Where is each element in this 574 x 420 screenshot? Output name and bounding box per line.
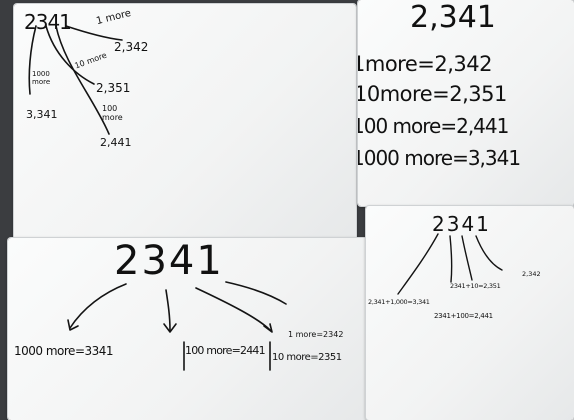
number-label: 2341 [114,238,224,284]
branch-lines [67,281,287,371]
thousand-result: 1000 more=3341 [14,344,114,358]
line-1: 1more=2,342 [358,52,492,76]
hundred-more-label: 100 more [102,104,123,122]
whiteboard-bottom-left: 2341 1000 more=3341 100 more=2441 10 mor… [8,238,372,420]
whiteboard-top-left: 2341 1 more 2,342 10 more 2,351 1000 mor… [14,4,356,244]
one-result: 1 more=2342 [288,330,344,339]
line-2: 10more=2,351 [358,82,507,106]
thousand-more-result: 3,341 [26,108,58,121]
number-label: 2341 [432,212,491,236]
number-label: 2341 [24,10,72,34]
thousand-result: 2,341+1,000=3,341 [368,298,430,306]
hundred-result: 100 more=2441 [185,344,266,357]
branch-lines [397,233,503,295]
whiteboard-bottom-right: 2341 2,341+1,000=3,341 2341+100=2,441 23… [366,206,574,420]
line-3: 100 more=2,441 [358,114,509,138]
hundred-result: 2341+100=2,441 [434,312,493,320]
hundred-more-result: 2,441 [100,136,132,149]
line-4: 1000 more=3,341 [358,146,521,170]
one-more-result: 2,342 [114,40,149,54]
whiteboard-top-right: 2,341 1more=2,342 10more=2,351 100 more=… [358,0,574,206]
branch-lines [28,25,123,135]
ten-result: 2341+10=2,351 [450,282,501,290]
number-label: 2,341 [410,0,496,35]
thousand-more-label: 1000 more [32,70,51,86]
ten-more-result: 2,351 [96,81,131,95]
ten-result: 10 more=2351 [272,352,342,363]
one-result: 2,342 [522,270,541,278]
